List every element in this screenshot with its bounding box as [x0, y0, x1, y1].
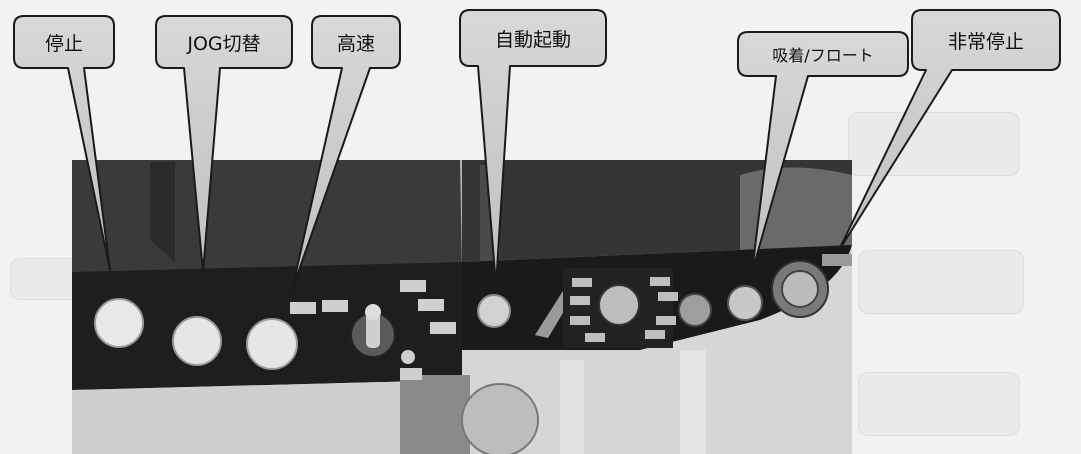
background-box-right-1	[848, 112, 1020, 176]
callout-highspeed-bubble	[291, 15, 401, 291]
background-box-right-3	[858, 372, 1020, 436]
background-box-right-2	[858, 250, 1024, 314]
callout-autostart-bubble	[459, 9, 607, 286]
callout-suction-bubble	[737, 31, 909, 273]
callout-emergency-bubble	[837, 9, 1061, 253]
callout-stop-bubble	[13, 15, 115, 271]
callout-jog-bubble	[155, 15, 293, 273]
